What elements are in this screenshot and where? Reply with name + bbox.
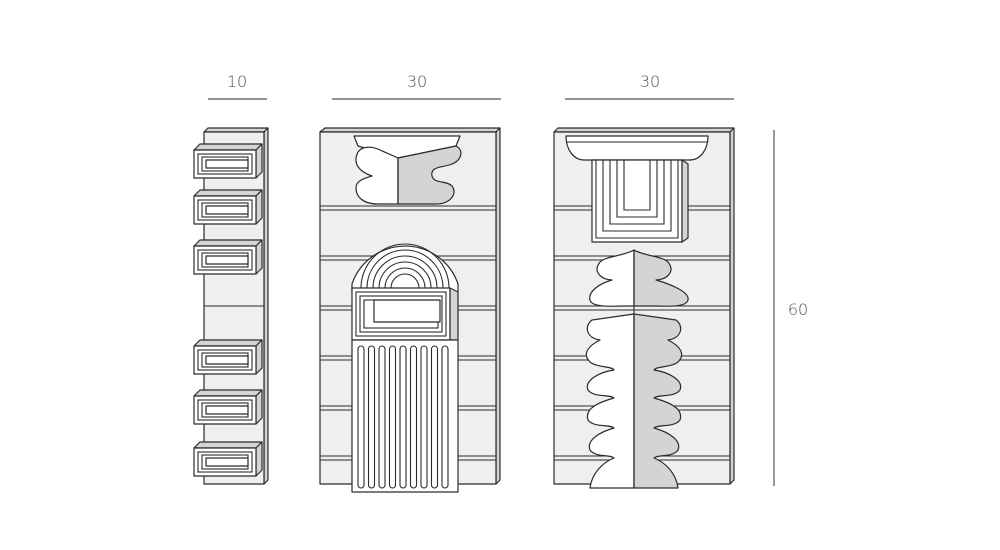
- right-panel: [553, 127, 735, 489]
- middle-fluted-column: [351, 339, 459, 493]
- flute-5: [399, 345, 407, 489]
- left-side-panel: [193, 127, 269, 485]
- drawer-frame: [197, 199, 253, 221]
- drawer-side: [255, 389, 263, 425]
- dimension-width-middle: 30: [332, 72, 501, 100]
- dimension-width-narrow: 10: [208, 72, 267, 100]
- arch-ring-4: [378, 261, 432, 289]
- drawer-side: [255, 143, 263, 179]
- dimension-width-right: 30: [565, 72, 734, 100]
- drawer-frame: [197, 399, 253, 421]
- flute-1: [357, 345, 365, 489]
- arch-outer: [351, 245, 459, 293]
- spine-lower-right-leaves: [633, 313, 683, 489]
- drawer-frame-1: [355, 291, 447, 337]
- drawer-opening: [373, 299, 441, 323]
- box-frame-4: [616, 160, 658, 218]
- flute-4: [388, 345, 397, 489]
- box-frame-5: [623, 160, 651, 211]
- dimension-label-height: 60: [788, 300, 808, 319]
- left-drawer-3: [193, 239, 263, 275]
- drawer-top: [193, 339, 263, 347]
- drawer-frame: [197, 249, 253, 271]
- drawer-side: [449, 287, 459, 341]
- left-shelf-group: [193, 143, 264, 477]
- drawer-side: [255, 189, 263, 225]
- drawer-top: [193, 239, 263, 247]
- drawer-side: [255, 239, 263, 275]
- right-wavy-spine: [585, 249, 689, 489]
- box-side: [681, 159, 689, 243]
- cap-shelf: [565, 135, 709, 161]
- arch-ring-1: [360, 243, 450, 289]
- drawer-slot: [205, 159, 249, 169]
- flute-6: [409, 345, 418, 489]
- box-frame-1: [595, 160, 679, 239]
- dimension-label-narrow: 10: [227, 72, 247, 91]
- drawer-side: [255, 441, 263, 477]
- left-drawer-5: [193, 389, 263, 425]
- arch-ring-2: [366, 249, 444, 289]
- flute-3: [378, 345, 386, 489]
- drawer-frame: [197, 153, 253, 175]
- left-drawer-6: [193, 441, 263, 477]
- flute-2: [367, 345, 376, 489]
- drawer-top: [193, 189, 263, 197]
- drawer-slot: [205, 205, 249, 215]
- column-flutes: [357, 345, 449, 489]
- arch-ring-5: [384, 267, 426, 289]
- box-frames: [595, 160, 679, 239]
- drawer-top: [193, 143, 263, 151]
- middle-drawer-box: [351, 287, 459, 341]
- drawer-frame-2: [359, 295, 443, 333]
- middle-arch-niche: [351, 243, 459, 293]
- drawer-slot: [205, 457, 249, 467]
- column-body: [351, 339, 459, 493]
- box-outer: [591, 159, 683, 243]
- dimension-label-right: 30: [640, 72, 660, 91]
- drawer-slot: [205, 405, 249, 415]
- bracket-left-wing: [355, 146, 399, 205]
- drawer-frame: [197, 349, 253, 371]
- drawer-top: [193, 441, 263, 449]
- flute-9: [441, 345, 449, 489]
- flute-8: [430, 345, 439, 489]
- middle-panel-side-edge: [495, 127, 501, 485]
- drawer-slot: [205, 255, 249, 265]
- dimension-height: 60: [773, 130, 808, 486]
- arch-rings: [360, 243, 450, 289]
- spine-lower-left-leaves: [585, 313, 635, 489]
- left-drawer-1: [193, 143, 263, 179]
- bracket-right-wing: [397, 145, 462, 205]
- spine-upper-left-leaf: [589, 249, 635, 307]
- spine-upper-right-leaf: [633, 249, 689, 307]
- arch-ring-3: [372, 255, 438, 289]
- flute-7: [420, 345, 428, 489]
- middle-top-bracket: [353, 135, 462, 205]
- box-frame-3: [609, 160, 665, 225]
- dimension-label-middle: 30: [407, 72, 427, 91]
- left-panel-face: [203, 131, 265, 485]
- drawer-side: [255, 339, 263, 375]
- right-top-cap: [565, 135, 709, 161]
- left-drawer-4: [193, 339, 263, 375]
- drawer-frame: [197, 451, 253, 473]
- arch-ring-6: [390, 273, 420, 289]
- right-framed-box: [591, 159, 689, 243]
- drawer-top: [193, 389, 263, 397]
- middle-panel: [319, 127, 501, 493]
- left-drawer-2: [193, 189, 263, 225]
- drawer-slot: [205, 355, 249, 365]
- box-frame-2: [602, 160, 672, 232]
